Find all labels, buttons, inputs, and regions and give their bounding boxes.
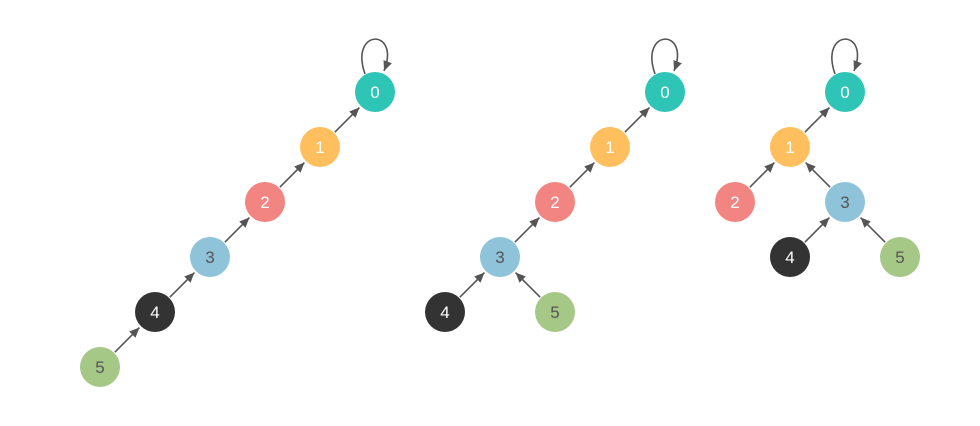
node-label-4: 4: [150, 303, 159, 322]
node-label-5: 5: [895, 248, 904, 267]
edge-1-to-0: [334, 106, 361, 133]
node-0: 0: [825, 72, 865, 112]
node-3: 3: [825, 182, 865, 222]
node-circle-4: [135, 292, 175, 332]
node-label-2: 2: [730, 193, 739, 212]
node-circle-0: [825, 72, 865, 112]
node-5: 5: [80, 347, 120, 387]
edge-3-to-2: [514, 216, 541, 243]
edge-2-to-1: [569, 161, 596, 188]
edge-3-to-1: [804, 161, 831, 188]
node-circle-0: [355, 72, 395, 112]
node-5: 5: [880, 237, 920, 277]
node-label-1: 1: [785, 138, 794, 157]
node-2: 2: [715, 182, 755, 222]
node-1: 1: [770, 127, 810, 167]
node-circle-5: [880, 237, 920, 277]
node-label-2: 2: [550, 193, 559, 212]
node-2: 2: [245, 182, 285, 222]
node-4: 4: [425, 292, 465, 332]
node-circle-4: [425, 292, 465, 332]
node-label-0: 0: [840, 83, 849, 102]
diagram-chain-tree: 0 1 2 3 4 5: [80, 38, 395, 387]
node-circle-2: [535, 182, 575, 222]
edge-5-to-4: [114, 326, 141, 353]
node-label-0: 0: [660, 83, 669, 102]
edge-1-to-0: [804, 106, 831, 133]
diagram-partially-compressed-tree: 0 1 2 3 4 5: [425, 38, 685, 332]
node-1: 1: [300, 127, 340, 167]
node-circle-3: [480, 237, 520, 277]
node-label-3: 3: [495, 248, 504, 267]
node-5: 5: [535, 292, 575, 332]
node-3: 3: [480, 237, 520, 277]
node-label-5: 5: [95, 358, 104, 377]
edge-2-to-1: [279, 161, 306, 188]
node-label-0: 0: [370, 83, 379, 102]
node-circle-1: [590, 127, 630, 167]
node-2: 2: [535, 182, 575, 222]
node-0: 0: [355, 72, 395, 112]
node-label-1: 1: [605, 138, 614, 157]
node-circle-3: [190, 237, 230, 277]
edge-5-to-3: [859, 216, 886, 243]
edge-1-to-0: [624, 106, 651, 133]
edge-3-to-2: [224, 216, 251, 243]
diagram-compressed-tree: 0 1 2 3 4 5: [715, 38, 920, 277]
self-loop-edge-0: [361, 38, 392, 75]
edge-4-to-3: [169, 271, 196, 298]
node-0: 0: [645, 72, 685, 112]
edge-5-to-3: [514, 271, 541, 298]
node-label-2: 2: [260, 193, 269, 212]
self-loop-edge-0: [831, 38, 862, 75]
node-circle-4: [770, 237, 810, 277]
node-circle-3: [825, 182, 865, 222]
edge-4-to-3: [459, 271, 486, 298]
node-label-3: 3: [840, 193, 849, 212]
self-loop-edge-0: [651, 38, 682, 75]
edge-2-to-1: [749, 161, 776, 188]
node-label-4: 4: [785, 248, 794, 267]
node-circle-2: [245, 182, 285, 222]
edge-4-to-3: [804, 216, 831, 243]
node-4: 4: [135, 292, 175, 332]
node-circle-1: [300, 127, 340, 167]
node-label-1: 1: [315, 138, 324, 157]
node-circle-1: [770, 127, 810, 167]
node-label-3: 3: [205, 248, 214, 267]
node-label-5: 5: [550, 303, 559, 322]
node-circle-5: [80, 347, 120, 387]
node-circle-5: [535, 292, 575, 332]
node-1: 1: [590, 127, 630, 167]
node-circle-0: [645, 72, 685, 112]
node-label-4: 4: [440, 303, 449, 322]
node-3: 3: [190, 237, 230, 277]
node-4: 4: [770, 237, 810, 277]
node-circle-2: [715, 182, 755, 222]
